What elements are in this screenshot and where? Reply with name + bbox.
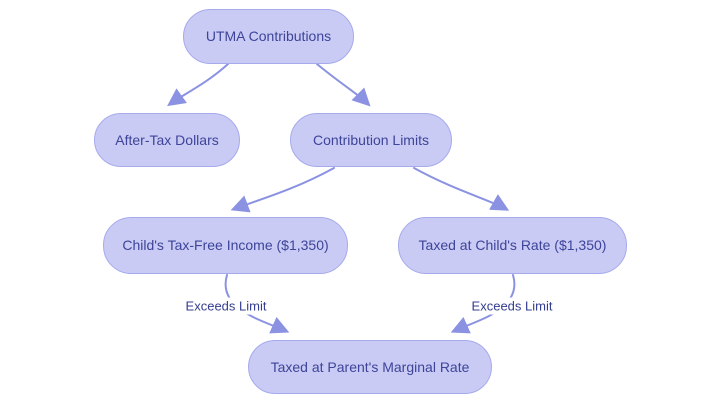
edge-limits-to-child-rate	[413, 167, 510, 211]
edge-limits-to-tax-free	[230, 167, 335, 213]
node-contribution-limits: Contribution Limits	[290, 113, 452, 167]
edge-utma-to-limits	[316, 63, 371, 107]
node-taxed-at-parents-marginal-rate: Taxed at Parent's Marginal Rate	[248, 340, 492, 394]
edge-child-rate-to-parent-rate	[450, 274, 516, 334]
edge-tax-free-to-parent-rate	[224, 274, 290, 334]
edge-utma-to-after-tax	[167, 63, 229, 107]
node-taxed-at-childs-rate: Taxed at Child's Rate ($1,350)	[398, 217, 627, 274]
edge-label-exceeds-limit-left: Exceeds Limit	[181, 297, 271, 315]
node-after-tax-dollars: After-Tax Dollars	[94, 113, 240, 167]
node-utma-contributions: UTMA Contributions	[183, 9, 354, 64]
edge-label-exceeds-limit-right: Exceeds Limit	[467, 297, 557, 315]
node-childs-tax-free-income: Child's Tax-Free Income ($1,350)	[103, 217, 348, 274]
